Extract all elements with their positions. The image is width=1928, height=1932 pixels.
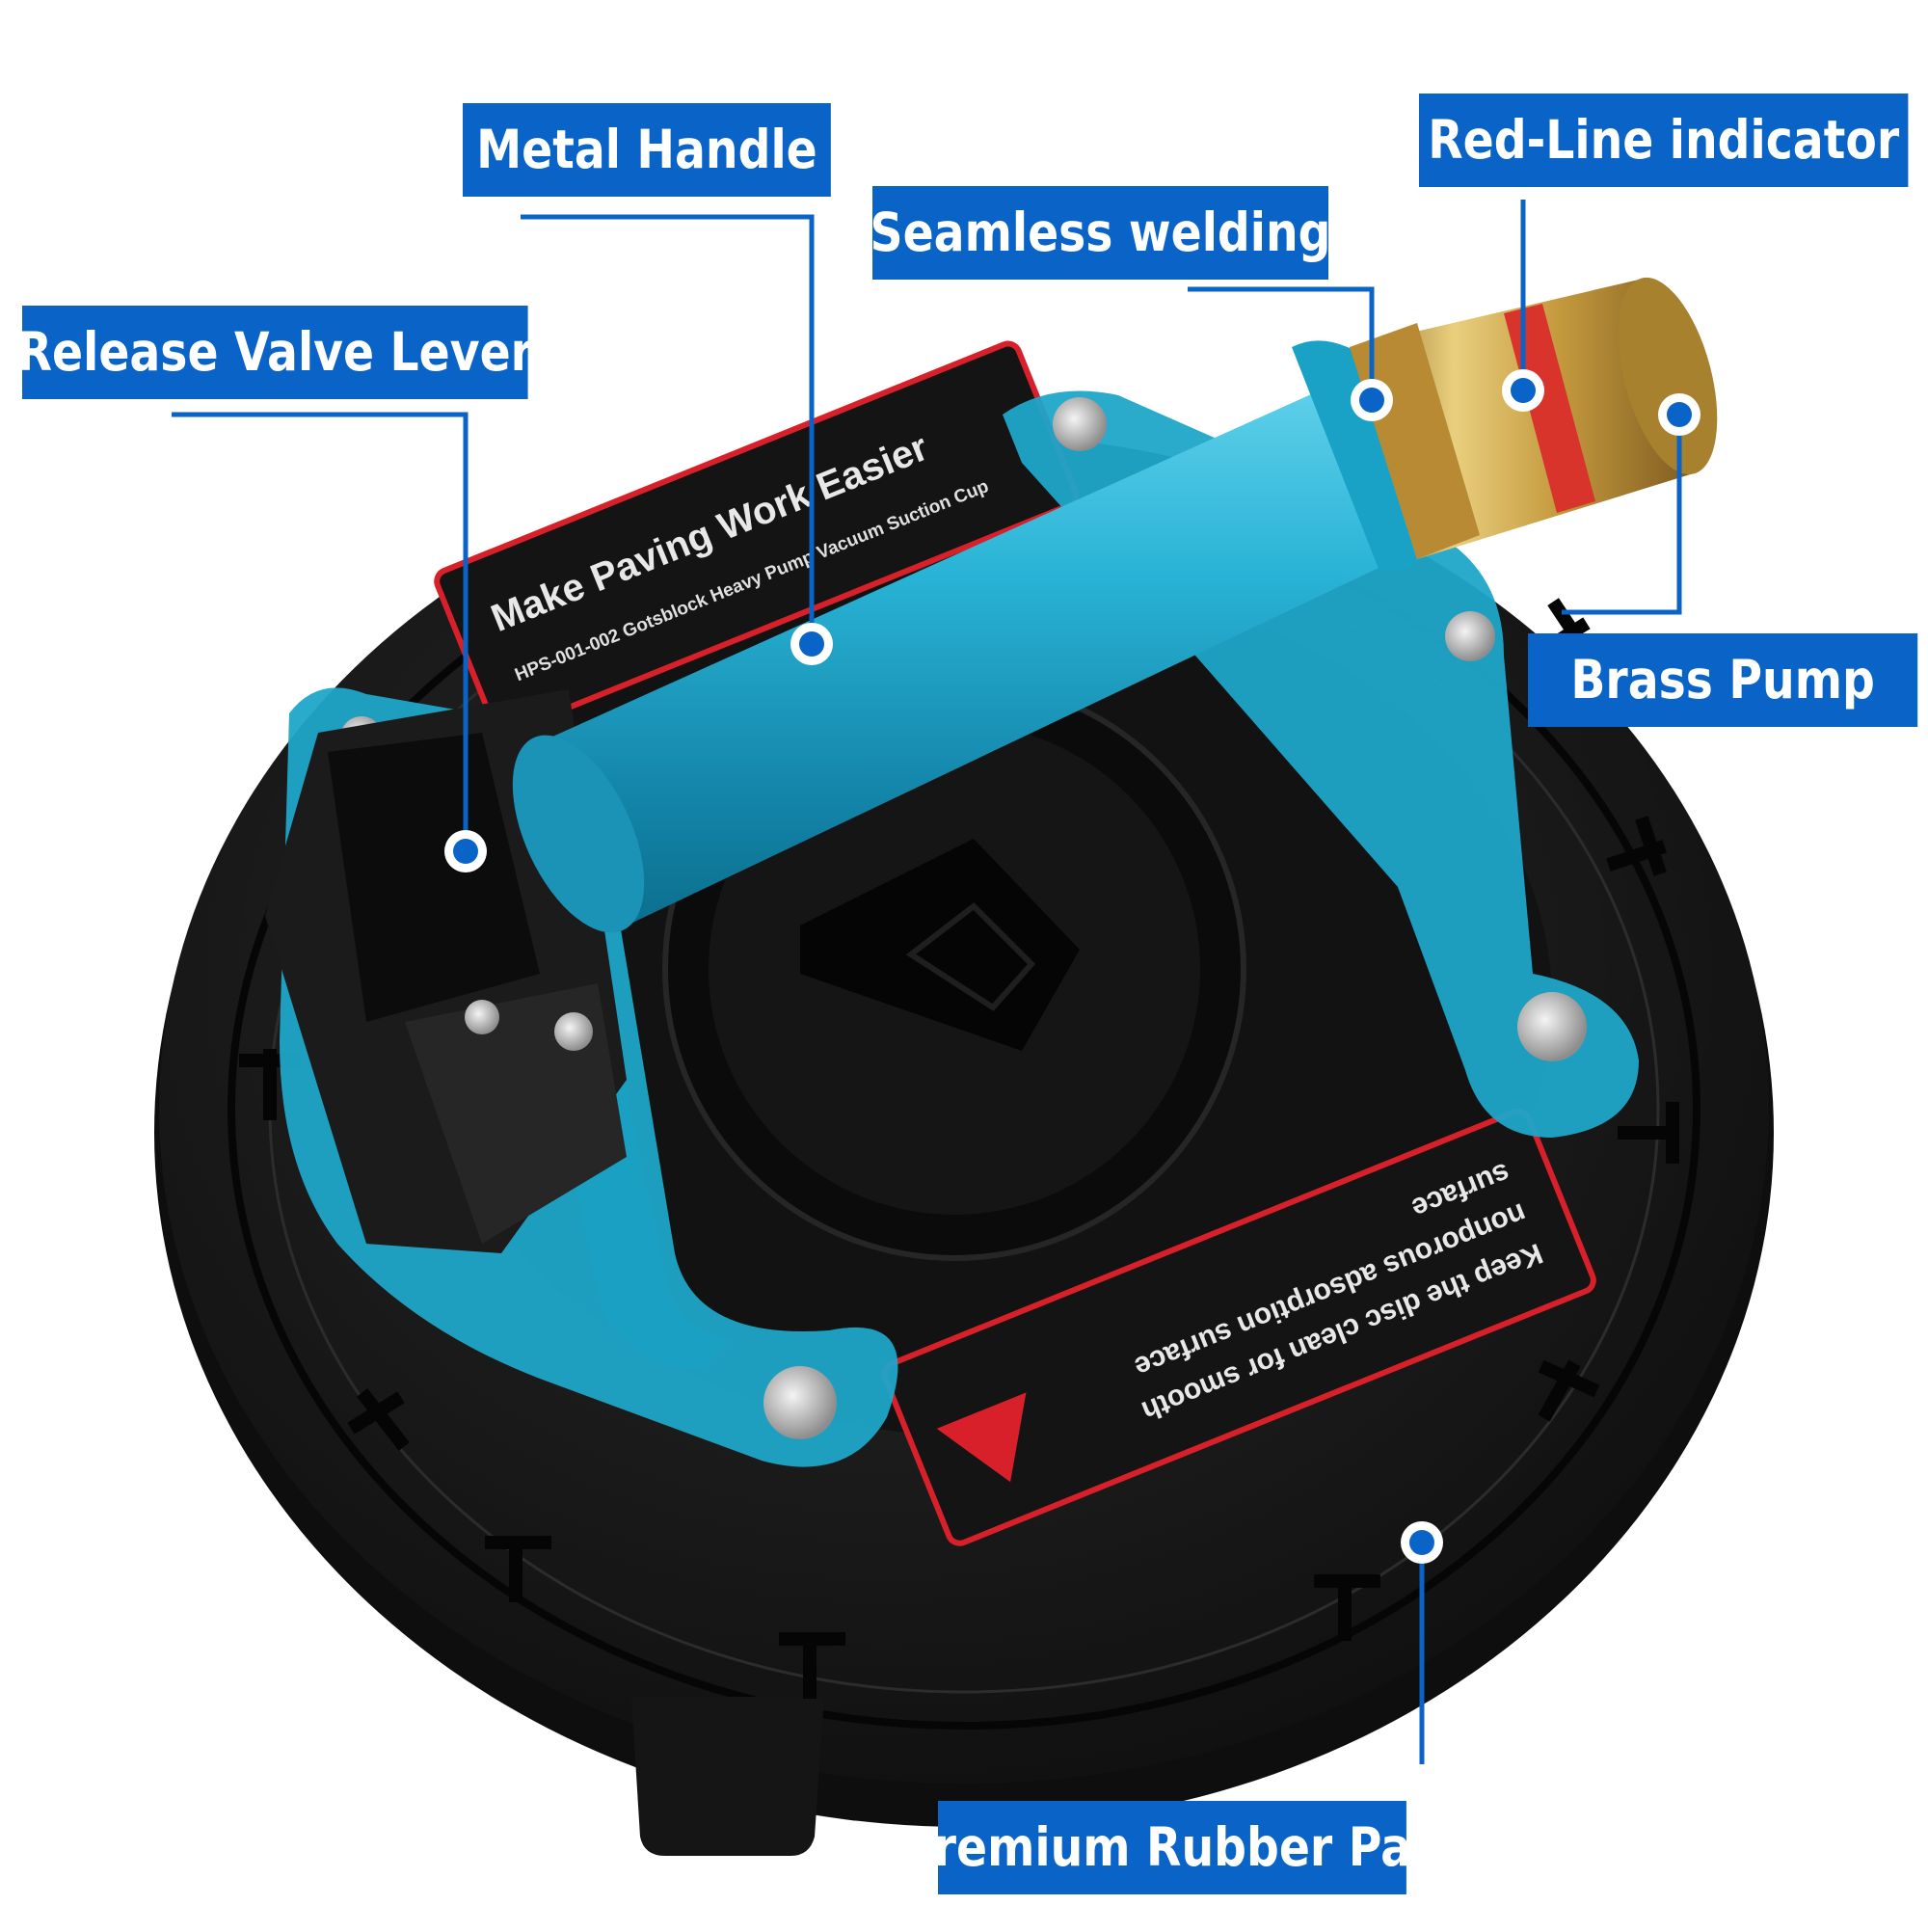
pull-tab[interactable] bbox=[631, 1697, 824, 1856]
callout-seamless-welding: Seamless welding bbox=[870, 186, 1331, 280]
shield-emblem bbox=[800, 839, 1080, 1051]
callout-brass-pump: Brass Pump bbox=[1528, 633, 1918, 727]
red-line-indicator bbox=[1504, 304, 1595, 513]
callout-metal-handle: Metal Handle bbox=[463, 103, 831, 197]
callout-red-line-indicator: Red-Line indicator bbox=[1419, 94, 1909, 187]
metal-handle[interactable] bbox=[486, 340, 1436, 953]
warning-icon bbox=[936, 1392, 1027, 1483]
leader-dots bbox=[444, 369, 1700, 1564]
callout-premium-rubber-pad: Premium Rubber Pad bbox=[900, 1801, 1444, 1894]
callout-release-valve-lever: Release Valve Lever bbox=[17, 306, 533, 399]
leader-lines bbox=[172, 200, 1682, 1764]
warning-label: Keep the disc clean for smooth nonporous… bbox=[881, 1108, 1596, 1546]
